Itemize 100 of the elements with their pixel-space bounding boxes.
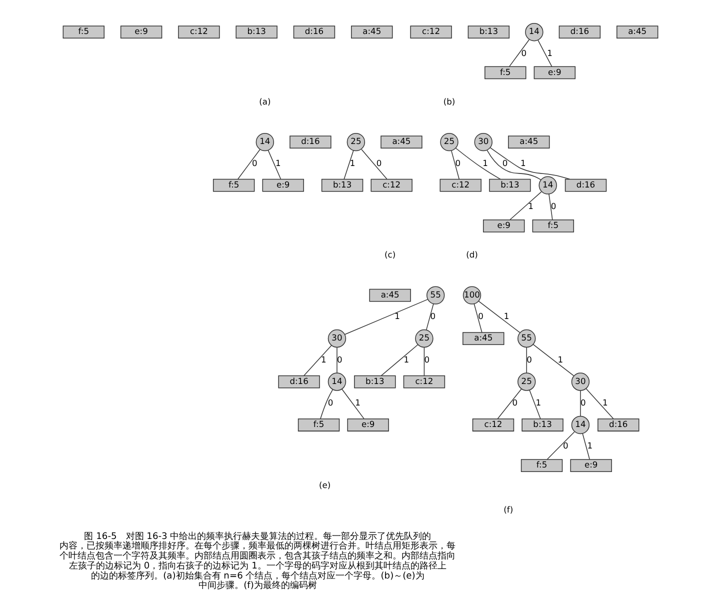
edge-label: 0 (502, 158, 508, 168)
node-circle: 25 (346, 132, 365, 152)
node-circle: 100 (462, 286, 481, 304)
label: (a) (258, 96, 270, 106)
node-circle: 30 (474, 132, 492, 152)
connector (425, 304, 434, 330)
node-circle: 14 (255, 132, 274, 152)
connector (548, 194, 552, 220)
connector (473, 304, 482, 333)
edge-label: 1 (482, 158, 488, 168)
connector (360, 148, 387, 180)
connector (490, 147, 570, 180)
node-box: e:9 (346, 418, 388, 432)
node-box: b:13 (354, 375, 396, 388)
edge-label: 1 (546, 48, 552, 58)
node-circle: 14 (570, 416, 590, 434)
edge-label: 1 (320, 354, 326, 364)
node-circle: 55 (517, 329, 536, 348)
edge-label: 1 (535, 398, 541, 408)
edge-label: 0 (478, 311, 483, 322)
connector (303, 345, 332, 376)
node-box: a:45 (368, 288, 410, 302)
node-box: c:12 (370, 178, 412, 192)
node-circle: 14 (327, 372, 346, 391)
edge-label: 0 (454, 158, 460, 168)
edge-label: 1 (602, 398, 608, 408)
node-box: d:16 (278, 375, 320, 388)
label: (c) (384, 250, 396, 260)
node-box: d:16 (597, 418, 639, 432)
node-circle: 14 (538, 176, 556, 194)
node-circle: 30 (327, 329, 346, 348)
node-box: e:9 (120, 26, 162, 39)
node-box: e:9 (262, 178, 304, 192)
connector (340, 388, 364, 420)
connector (423, 346, 424, 376)
node-circle: 25 (440, 132, 458, 152)
edge-label: 0 (526, 354, 532, 364)
node-box: f:5 (212, 178, 254, 192)
edge-label: 0 (512, 398, 518, 408)
node-box: b:13 (320, 178, 363, 192)
caption: 图 16-5 对图 16-3 中给出的频率执行赫夫曼算法的过程。每一部分显示了优先队列的内容，已按频率递增顺序排好序。在每个步骤，频率最低的两棵树进行合并。叶结点用矩形表示，每个叶结点包含一个字符及其频率。内部结点用圆圈表示，包含其孩子结点的频率之和。内部结点指向左孩子的边标记为 0，指向右孩子的边标记为 1。一个字母的码字对应从根到其叶结点的路径上的边的标签序列。(a)初始集合有 n=6 个结点，每个结点对应一个字母。(b)～(e)为中间步骤。(f)为最终的编码树 (59, 532, 456, 592)
edge-label: 1 (503, 311, 509, 322)
node-circle: 25 (517, 372, 536, 391)
connector (343, 150, 354, 180)
node-box: c:12 (178, 26, 220, 39)
node-box: a:45 (462, 332, 504, 345)
node-box: c:12 (439, 178, 481, 192)
node-box: b:13 (467, 26, 510, 39)
label: (b) (442, 96, 455, 106)
edge-label: 1 (275, 158, 280, 168)
label: (e) (318, 480, 330, 490)
node-box: a:45 (616, 26, 658, 39)
node-box: c:12 (402, 375, 445, 388)
edge-label: 0 (562, 440, 568, 451)
connector (508, 39, 530, 67)
edge-label: 0 (252, 158, 257, 168)
connector (320, 389, 333, 420)
edge-label: 0 (327, 398, 333, 408)
connector (344, 298, 428, 335)
node-circle: 30 (570, 372, 590, 391)
node-box: e:9 (533, 66, 576, 80)
node-box: a:45 (508, 136, 550, 149)
node-circle: 55 (426, 286, 444, 304)
edge-label: 1 (349, 158, 355, 168)
label: (f) (503, 504, 513, 514)
node-box: b:13 (488, 178, 530, 192)
connector (450, 150, 460, 180)
node-box: f:5 (532, 219, 574, 232)
edge-label: 1 (403, 354, 409, 364)
node-box: c:12 (410, 26, 452, 39)
node-circle: 14 (524, 23, 543, 42)
connector (585, 388, 614, 420)
edge-label: 0 (580, 398, 586, 408)
node-circle: 25 (414, 329, 433, 348)
connector (478, 300, 520, 333)
edge-label: 1 (557, 354, 563, 364)
connector (486, 150, 541, 180)
connector (528, 390, 540, 420)
edge-label: 0 (520, 48, 526, 58)
node-box: d:16 (558, 26, 600, 39)
connector (336, 346, 337, 374)
node-box: f:5 (520, 459, 562, 472)
node-box: f:5 (484, 66, 526, 80)
node-box: c:12 (472, 418, 514, 432)
edge-label: 1 (520, 158, 526, 168)
node-box: a:45 (350, 26, 392, 39)
connector (454, 148, 500, 180)
edge-label: 1 (586, 440, 592, 451)
edge-label: 0 (424, 354, 430, 364)
edge-label: 1 (394, 311, 400, 322)
node-box: b:13 (235, 26, 277, 39)
node-box: d:16 (564, 178, 606, 192)
edge-label: 0 (430, 311, 436, 322)
node-box: a:45 (380, 136, 422, 149)
connector (380, 344, 418, 376)
connector (582, 433, 590, 460)
label: (d) (466, 250, 478, 260)
connector (496, 388, 522, 420)
node-box: f:5 (297, 418, 340, 432)
edge-label: 0 (336, 354, 342, 364)
